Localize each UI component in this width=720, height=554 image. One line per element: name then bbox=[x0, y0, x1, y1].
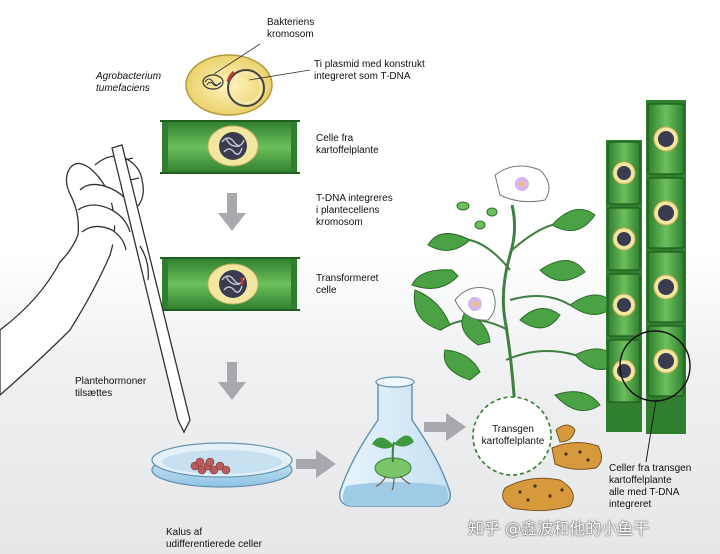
transgenic-plant-circle bbox=[472, 396, 552, 476]
potato-cell-label: Celle fra kartoffelplante bbox=[316, 133, 379, 156]
hormones-label: Plantehormoner tilsættes bbox=[75, 376, 147, 399]
potato-plant bbox=[411, 165, 619, 412]
transformed-cell-label: Transformeret celle bbox=[316, 273, 379, 296]
bacteria-chromosome-label: Bakteriens kromosom bbox=[267, 17, 315, 40]
hand-pipette bbox=[0, 144, 191, 434]
ti-plasmid-label: Ti plasmid med konstrukt integreret som … bbox=[314, 59, 425, 82]
petri-dish bbox=[151, 442, 293, 488]
culture-flask bbox=[339, 376, 451, 507]
potato-tubers bbox=[502, 424, 602, 512]
arrow-down-2 bbox=[218, 362, 246, 400]
transgenic-cells-label: Celler fra transgen kartoffelplante alle… bbox=[609, 463, 692, 510]
agrobacterium-label: Agrobacterium tumefaciens bbox=[96, 71, 162, 94]
tdna-integrated-label: T-DNA integreres i plantecellens kromoso… bbox=[316, 193, 393, 228]
arrow-right-2 bbox=[424, 413, 466, 441]
callus-label: Kalus af udifferentierede celler bbox=[166, 527, 262, 550]
watermark: 知乎 @鑫波和他的小鱼干 bbox=[468, 519, 650, 538]
arrow-down-1 bbox=[218, 193, 246, 231]
transformed-cell bbox=[160, 257, 300, 311]
transgenic-cell-column bbox=[606, 100, 691, 463]
arrow-right-1 bbox=[296, 450, 336, 478]
potato-cell-top bbox=[160, 120, 300, 174]
agrobacterium-cell bbox=[185, 43, 311, 116]
transgenic-plant-label: Transgen kartoffelplante bbox=[481, 424, 545, 447]
